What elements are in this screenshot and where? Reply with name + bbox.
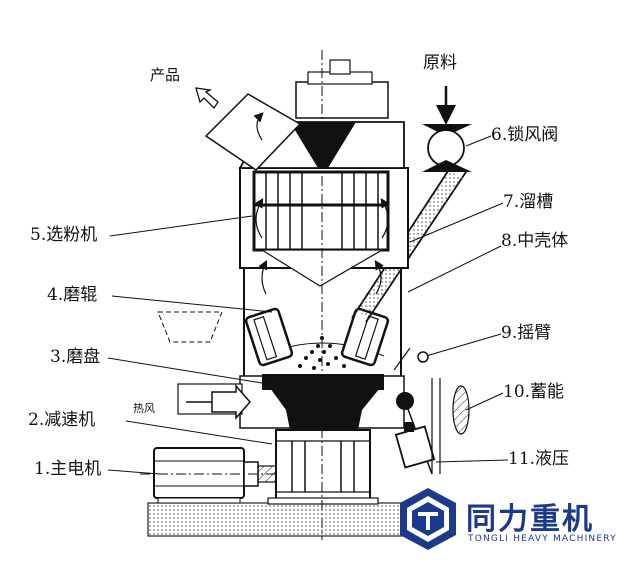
product-outlet <box>195 87 302 171</box>
leader-lines <box>107 135 509 475</box>
label-gearbox: 2.减速机 <box>28 410 96 430</box>
label-chute: 7.溜槽 <box>503 192 554 212</box>
gearbox <box>267 429 379 505</box>
airflow-arrows <box>254 197 390 295</box>
label-grinding-roller: 4.磨辊 <box>47 285 98 305</box>
label-rocker-arm: 9.摇臂 <box>501 323 552 343</box>
brand-subtitle: TONGLI HEAVY MACHINERY <box>468 534 617 544</box>
main-motor <box>140 447 300 504</box>
label-hydraulic: 11.液压 <box>508 449 570 469</box>
grinding-roller-left <box>244 307 294 367</box>
label-middle-shell: 8.中壳体 <box>501 231 569 251</box>
label-raw-material: 原料 <box>423 53 457 73</box>
grinding-table <box>262 374 384 390</box>
label-hot-air: 热风 <box>133 402 155 415</box>
hot-air-arrow <box>211 384 251 420</box>
label-airlock-valve: 6.锁风阀 <box>491 125 559 145</box>
separator <box>239 167 409 287</box>
grinding-roller-right <box>340 307 390 367</box>
label-grinding-table: 3.磨盘 <box>50 347 101 367</box>
accumulator <box>431 378 470 474</box>
brand-name: 同力重机 <box>466 502 594 537</box>
product-arrow <box>195 87 219 110</box>
airlock-valve <box>422 86 472 172</box>
label-main-motor: 1.主电机 <box>34 459 102 479</box>
hydraulic-cylinder <box>394 422 436 469</box>
rocker-pivot <box>417 351 429 363</box>
label-product: 产品 <box>150 66 181 84</box>
top-housing <box>238 50 405 540</box>
tongli-logo-mark <box>400 488 456 550</box>
brand-logo: 同力重机 TONGLI HEAVY MACHINERY <box>392 486 617 558</box>
label-separator: 5.选粉机 <box>30 225 98 245</box>
grinding-table-base <box>270 388 380 430</box>
label-accumulator: 10.蓄能 <box>503 382 565 402</box>
foundation <box>147 502 404 537</box>
roller-service-position <box>157 311 223 343</box>
material-particles <box>298 336 346 370</box>
